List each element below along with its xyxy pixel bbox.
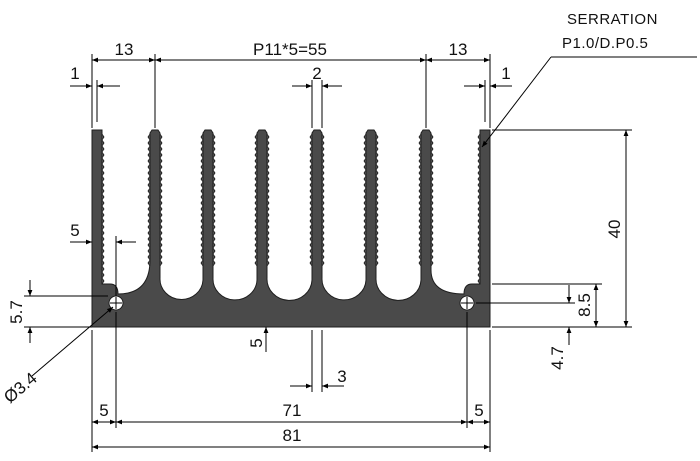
dim-left-wall: 1 xyxy=(70,64,79,83)
dim-fin-pitch: P11*5=55 xyxy=(253,40,327,59)
dim-lip-width: 5 xyxy=(70,221,79,240)
serration-teeth xyxy=(418,133,422,267)
dim-right-edge: 13 xyxy=(449,40,468,59)
dim-hole-height: 5.7 xyxy=(7,300,26,324)
bottom-dimensions: 5 3 5 71 5 81 xyxy=(91,312,491,452)
dim-bottom-right: 5 xyxy=(474,401,483,420)
serration-teeth xyxy=(147,133,151,267)
dim-right-wall: 1 xyxy=(501,64,510,83)
dim-bottom-left: 5 xyxy=(99,401,108,420)
fin-serrations xyxy=(101,133,481,285)
serration-teeth xyxy=(309,133,313,267)
dim-right-hole-offset: 4.7 xyxy=(548,346,567,370)
dim-right-hole-height: 8.5 xyxy=(575,293,594,317)
dim-left-edge: 13 xyxy=(115,40,134,59)
note-line-2: P1.0/D.P0.5 xyxy=(562,35,648,52)
serration-teeth xyxy=(200,133,204,267)
right-dimensions: 40 8.5 4.7 xyxy=(476,129,632,370)
dim-center-gap: 3 xyxy=(337,367,346,386)
serration-teeth xyxy=(254,133,258,267)
serration-teeth xyxy=(375,133,379,267)
dim-base-thickness: 5 xyxy=(247,338,266,347)
serration-teeth xyxy=(212,133,216,267)
serration-teeth xyxy=(430,133,434,267)
note-line-1: SERRATION xyxy=(567,11,658,28)
serration-teeth xyxy=(159,133,163,267)
serration-teeth xyxy=(321,133,325,267)
serration-teeth xyxy=(266,133,270,267)
dim-height: 40 xyxy=(605,220,624,239)
dim-overall-width: 81 xyxy=(283,426,302,445)
serration-teeth xyxy=(363,133,367,267)
serration-teeth xyxy=(101,133,105,285)
heatsink-profile xyxy=(91,129,491,328)
serration-note: SERRATION P1.0/D.P0.5 xyxy=(481,11,697,148)
dim-hole-spacing: 71 xyxy=(283,401,302,420)
top-dimensions: 13 P11*5=55 13 1 2 1 xyxy=(70,40,512,128)
serration-teeth xyxy=(477,133,481,285)
dim-fin-width: 2 xyxy=(312,64,321,83)
